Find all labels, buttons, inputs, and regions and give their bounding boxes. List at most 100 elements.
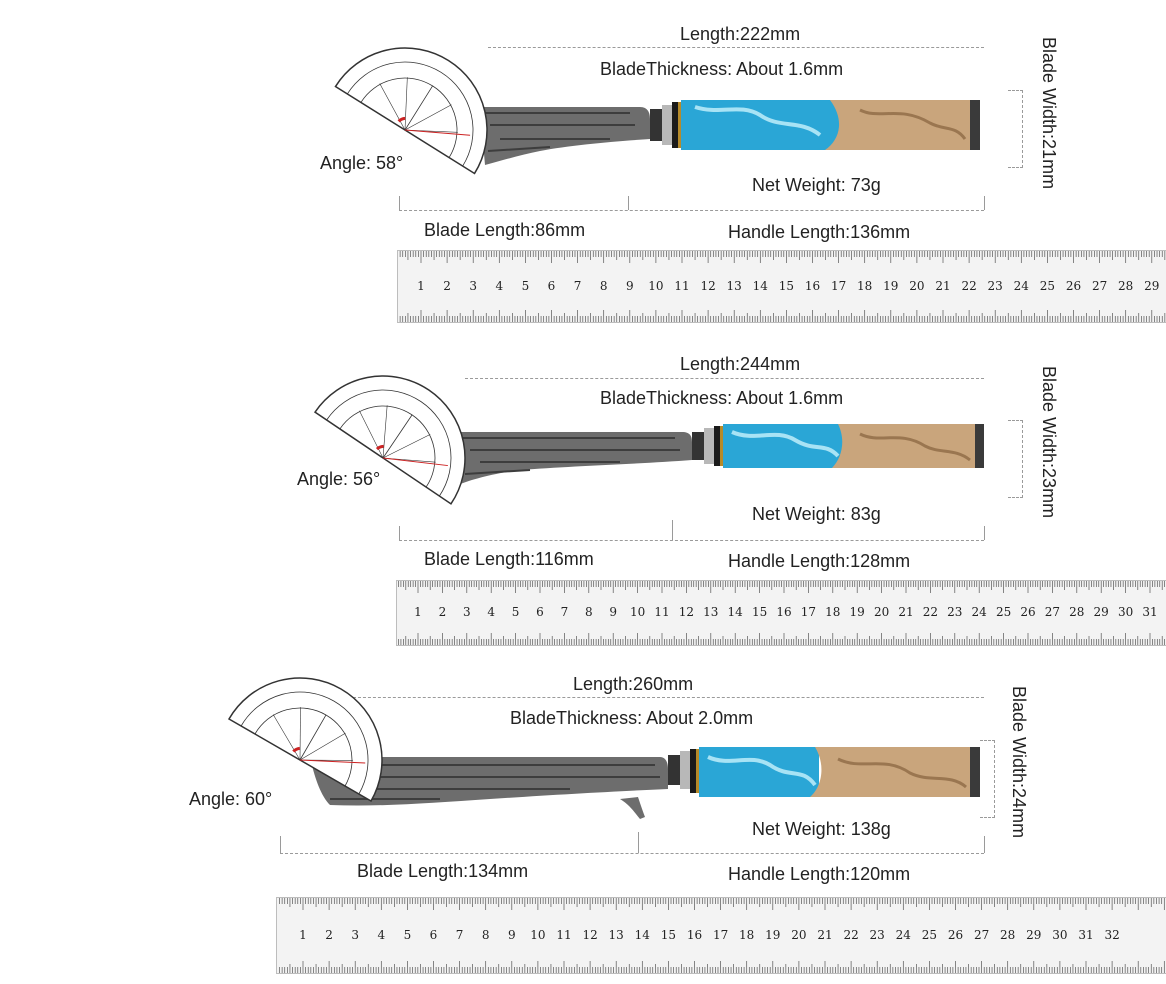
bottom-dim-line <box>280 853 984 854</box>
ruler-number: 17 <box>830 278 847 293</box>
ruler-number: 21 <box>935 278 951 293</box>
ruler-number: 1 <box>414 605 422 619</box>
ruler-number: 30 <box>1117 605 1134 619</box>
thickness-label: BladeThickness: About 1.6mm <box>600 388 844 408</box>
ruler-number: 28 <box>1069 605 1085 619</box>
handle-length-label: Handle Length:136mm <box>728 222 911 242</box>
ruler-number: 25 <box>921 927 938 942</box>
blade-length-label: Blade Length:116mm <box>424 549 594 569</box>
width-bracket <box>1008 420 1023 498</box>
ruler-number: 24 <box>971 605 987 619</box>
ruler-number: 9 <box>609 605 618 619</box>
ruler-number: 3 <box>462 605 471 619</box>
length-dim-line <box>488 47 984 48</box>
ruler-number: 21 <box>898 605 914 619</box>
ruler-number: 12 <box>582 927 598 942</box>
bottom-dim-line <box>399 210 984 211</box>
ruler-number: 8 <box>584 605 593 619</box>
ruler-number: 12 <box>700 278 716 293</box>
ruler-number: 6 <box>536 605 544 619</box>
ruler-number: 1 <box>417 278 425 293</box>
ruler-number: 10 <box>530 927 546 942</box>
blade-length-label: Blade Length:86mm <box>424 220 586 240</box>
protractor <box>227 677 383 803</box>
ruler-number: 26 <box>1065 278 1082 293</box>
bottom-dim-tick-left <box>280 836 281 853</box>
handle-length-label: Handle Length:120mm <box>728 864 911 884</box>
ruler-number: 10 <box>629 605 646 619</box>
ruler-number: 31 <box>1142 605 1158 619</box>
ruler-number: 28 <box>1000 927 1016 942</box>
ruler-number: 2 <box>443 278 451 293</box>
ruler-number: 23 <box>947 605 963 619</box>
ruler-number: 11 <box>674 278 690 293</box>
ruler-number: 5 <box>521 278 530 293</box>
bottom-dim-tick-right <box>984 836 985 853</box>
ruler-number: 13 <box>608 927 624 942</box>
ruler-number: 23 <box>987 278 1003 293</box>
ruler-number: 9 <box>625 278 634 293</box>
ruler-number: 6 <box>429 927 438 942</box>
ruler-number: 1 <box>299 927 307 942</box>
protractor <box>334 47 488 175</box>
bottom-dim-tick-right <box>984 526 985 540</box>
ruler-number: 22 <box>961 278 977 293</box>
knife-image <box>480 100 980 165</box>
ruler-number: 20 <box>791 927 807 942</box>
ruler-number: 17 <box>712 927 729 942</box>
weight-label: Net Weight: 83g <box>752 504 881 524</box>
ruler-number: 7 <box>560 605 569 619</box>
length-label: Length:244mm <box>680 354 801 374</box>
angle-label: Angle: 56° <box>297 469 381 489</box>
ruler-number: 7 <box>573 278 582 293</box>
ruler-number: 18 <box>825 605 841 619</box>
width-bracket <box>1008 90 1023 168</box>
ruler-number: 5 <box>511 605 520 619</box>
length-dim-line <box>348 697 984 698</box>
ruler-number: 16 <box>686 927 703 942</box>
ruler-number: 31 <box>1078 927 1094 942</box>
bottom-dim-tick-right <box>984 196 985 210</box>
ruler-number: 12 <box>678 605 695 619</box>
ruler-number: 15 <box>660 927 677 942</box>
ruler-number: 14 <box>727 605 743 619</box>
width-label: Blade Width:21mm <box>1039 37 1059 190</box>
ruler-number: 25 <box>1039 278 1056 293</box>
length-label: Length:222mm <box>680 24 801 44</box>
ruler-number: 14 <box>634 927 650 942</box>
handle-length-label: Handle Length:128mm <box>728 551 911 571</box>
width-label: Blade Width:24mm <box>1009 686 1029 839</box>
ruler-number: 26 <box>947 927 964 942</box>
bottom-dim-tick-mid <box>638 832 639 853</box>
angle-label: Angle: 60° <box>189 789 273 809</box>
ruler-number: 16 <box>776 605 792 619</box>
ruler-number: 8 <box>599 278 608 293</box>
bottom-dim-tick-mid <box>672 520 673 540</box>
ruler-number: 28 <box>1118 278 1134 293</box>
ruler-number: 27 <box>1044 605 1061 619</box>
ruler-number: 20 <box>873 605 890 619</box>
ruler-number: 32 <box>1104 927 1120 942</box>
ruler-number: 11 <box>654 605 670 619</box>
ruler-number: 29 <box>1026 927 1042 942</box>
ruler-number: 18 <box>739 927 755 942</box>
ruler-number: 14 <box>752 278 768 293</box>
ruler-number: 6 <box>547 278 556 293</box>
ruler-ticks <box>398 581 1165 645</box>
ruler-number: 21 <box>817 927 833 942</box>
ruler-number: 17 <box>800 605 817 619</box>
ruler-number: 11 <box>556 927 572 942</box>
ruler-number: 3 <box>469 278 478 293</box>
ruler-number: 19 <box>883 278 899 293</box>
ruler-ticks <box>399 251 1166 322</box>
ruler-number: 23 <box>869 927 885 942</box>
ruler-number: 22 <box>922 605 939 619</box>
ruler-number: 27 <box>1091 278 1108 293</box>
ruler-number: 15 <box>751 605 768 619</box>
ruler-number: 13 <box>726 278 742 293</box>
ruler-number: 4 <box>495 278 504 293</box>
knife-image <box>450 424 984 486</box>
ruler-number: 26 <box>1020 605 1036 619</box>
ruler-ticks <box>279 898 1165 973</box>
ruler-number: 4 <box>487 605 496 619</box>
